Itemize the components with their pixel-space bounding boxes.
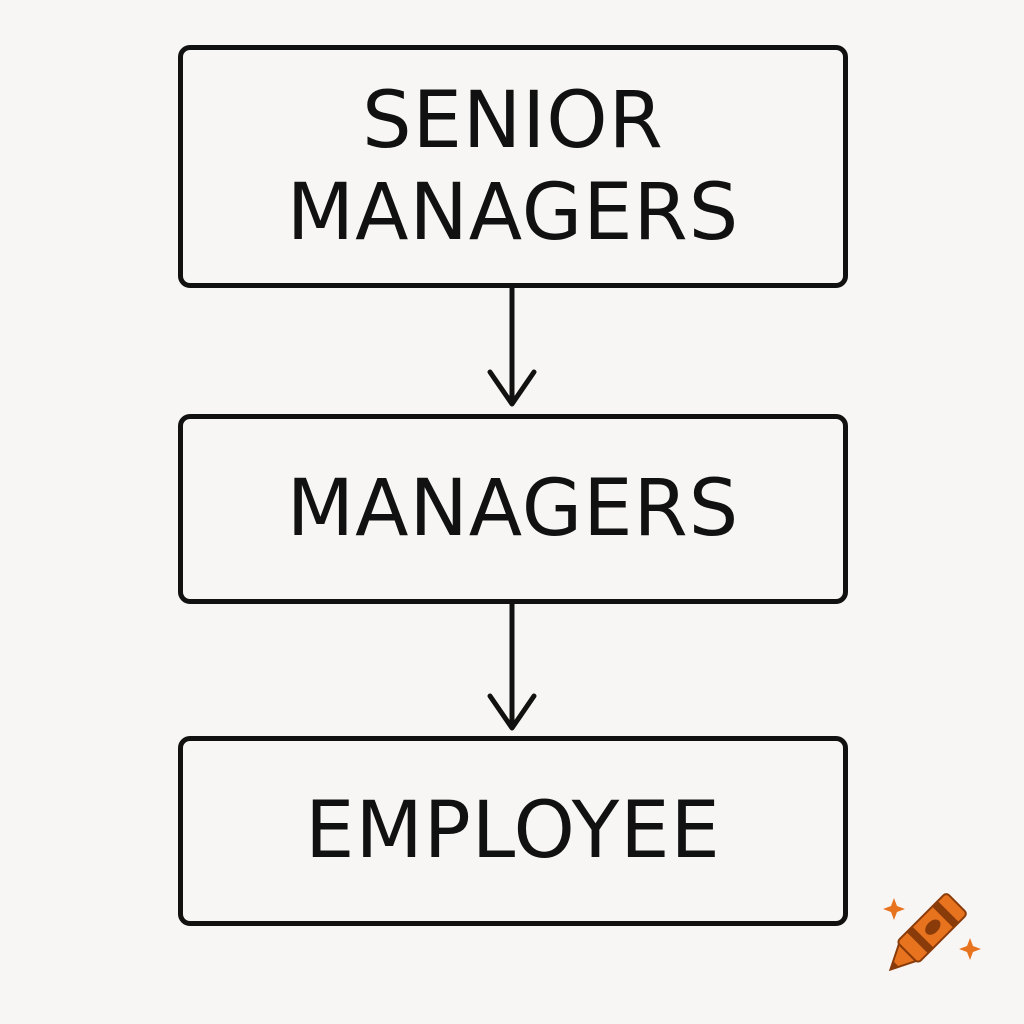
node-senior-managers: SENIOR MANAGERS <box>178 45 848 288</box>
node-employee: EMPLOYEE <box>178 736 848 926</box>
node-label-senior-managers: SENIOR MANAGERS <box>286 75 740 258</box>
edge-managers-to-employee <box>487 604 537 731</box>
edge-senior-to-managers <box>487 288 537 407</box>
node-label-managers: MANAGERS <box>286 464 740 554</box>
node-label-employee: EMPLOYEE <box>305 786 721 876</box>
node-managers: MANAGERS <box>178 414 848 604</box>
crayon-icon <box>883 893 981 972</box>
